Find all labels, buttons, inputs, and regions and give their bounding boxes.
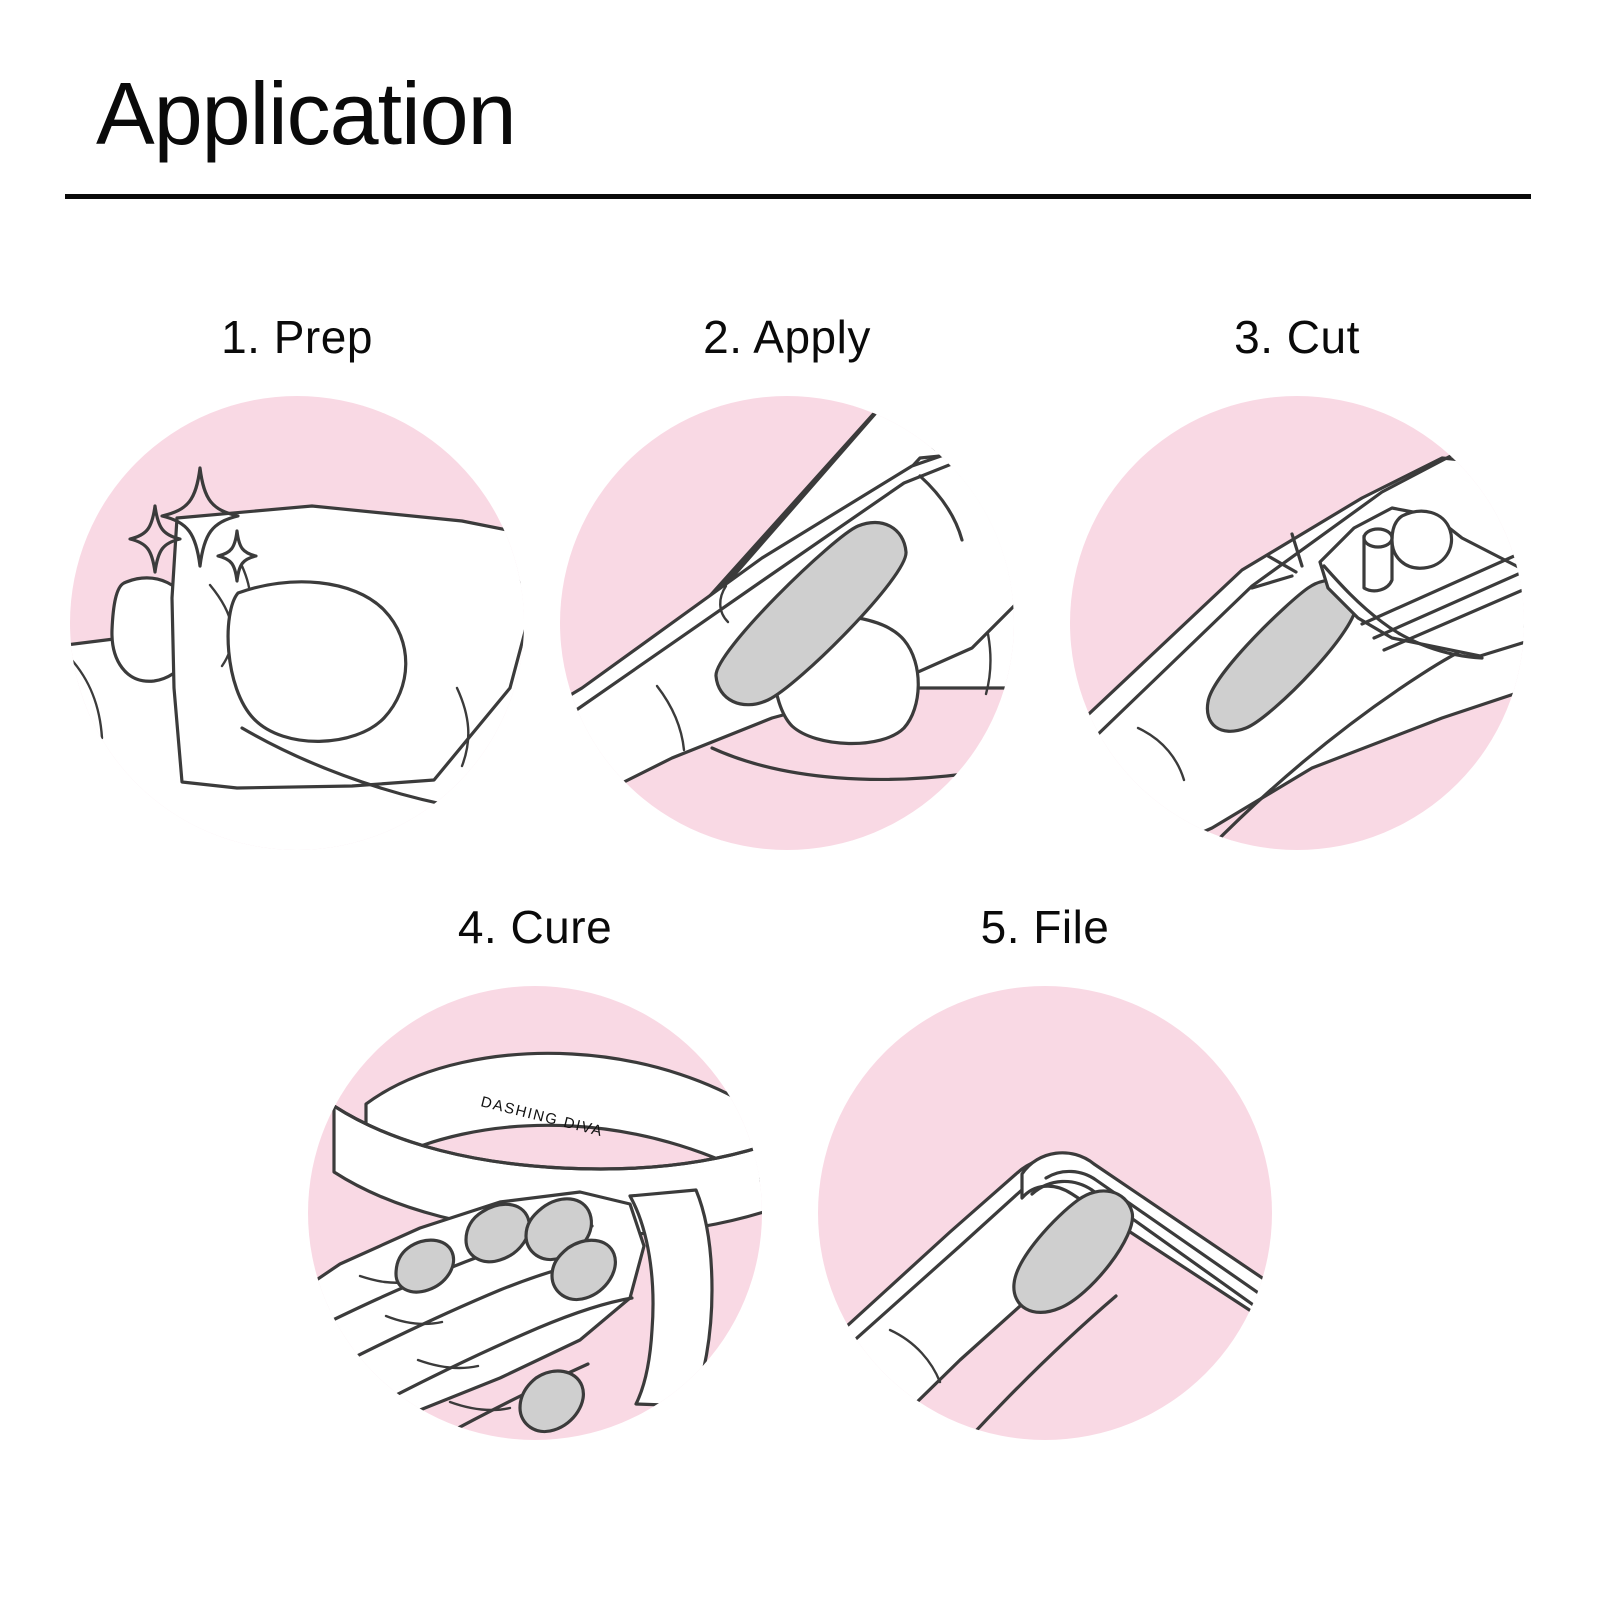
nail-file-edge-2 xyxy=(1030,1179,1272,1326)
action-line-2 xyxy=(1266,554,1298,574)
prep-scene xyxy=(70,466,524,850)
cut-scene xyxy=(1070,448,1524,850)
fingertip-curve xyxy=(719,584,730,624)
title-divider xyxy=(65,194,1531,199)
crease-4 xyxy=(448,1400,512,1412)
step-2-illustration xyxy=(552,388,1022,858)
step-1-illustration xyxy=(62,388,532,858)
steps-grid: 1. Prep xyxy=(0,210,1600,1600)
knuckle-crease-1 xyxy=(70,656,104,740)
sparkle-icon-medium xyxy=(128,504,182,574)
step-1-label: 1. Prep xyxy=(221,311,373,363)
step-5-illustration xyxy=(810,978,1280,1448)
header: Application xyxy=(0,0,1600,210)
lower-finger-base xyxy=(710,746,994,782)
finger-right-edge xyxy=(958,1294,1118,1440)
knuckle-line xyxy=(918,474,964,542)
crease-2 xyxy=(384,1314,444,1326)
clipper-plate-1 xyxy=(1360,546,1524,626)
step-2-label: 2. Apply xyxy=(703,311,871,363)
clipper-lower-arm xyxy=(1322,564,1484,660)
knuckle-crease xyxy=(888,1328,942,1384)
action-line-1 xyxy=(1250,574,1294,590)
step-3-cut: 3. Cut xyxy=(1062,310,1532,870)
nail-4 xyxy=(550,1238,617,1302)
nail-5 xyxy=(518,1369,585,1434)
sparkle-icon-small xyxy=(216,529,258,583)
nail-1 xyxy=(394,1238,456,1294)
step-5-file: 5. File xyxy=(810,900,1280,1460)
step-4-cure: 4. Cure DASHING DIVA xyxy=(300,900,770,1460)
nail-file-edge-1 xyxy=(1044,1169,1272,1310)
page-title: Application xyxy=(96,64,517,163)
finger-top-edge xyxy=(1090,448,1464,742)
gel-nail xyxy=(1012,1189,1135,1314)
crease-2 xyxy=(984,632,992,696)
apply-scene xyxy=(560,396,1014,820)
crease-1 xyxy=(655,684,686,752)
step-3-illustration xyxy=(1062,388,1532,858)
cure-scene: DASHING DIVA xyxy=(308,1051,762,1440)
crease-3 xyxy=(416,1358,480,1370)
step-3-label: 3. Cut xyxy=(1234,311,1360,363)
clipper-lever xyxy=(1390,509,1454,570)
step-1-prep: 1. Prep xyxy=(62,310,532,870)
step-2-apply: 2. Apply xyxy=(552,310,1022,870)
nail-2 xyxy=(464,1202,531,1264)
sparkle-icon-large xyxy=(160,466,240,568)
lamp-opening-edge xyxy=(332,1104,762,1171)
clipper-pivot-cap xyxy=(1362,527,1394,549)
action-line-3 xyxy=(1290,532,1304,568)
step-4-illustration: DASHING DIVA xyxy=(300,978,770,1448)
nail-shape xyxy=(226,580,408,743)
knuckle-crease xyxy=(1136,726,1186,782)
clipper-plate-2 xyxy=(1372,566,1524,640)
finger-left-edge xyxy=(828,1186,1026,1364)
gel-strip xyxy=(714,520,908,707)
step-5-label: 5. File xyxy=(980,901,1110,953)
knuckle-crease-2 xyxy=(455,686,470,768)
uv-lamp-dome xyxy=(364,1051,762,1188)
step-4-label: 4. Cure xyxy=(457,901,613,953)
